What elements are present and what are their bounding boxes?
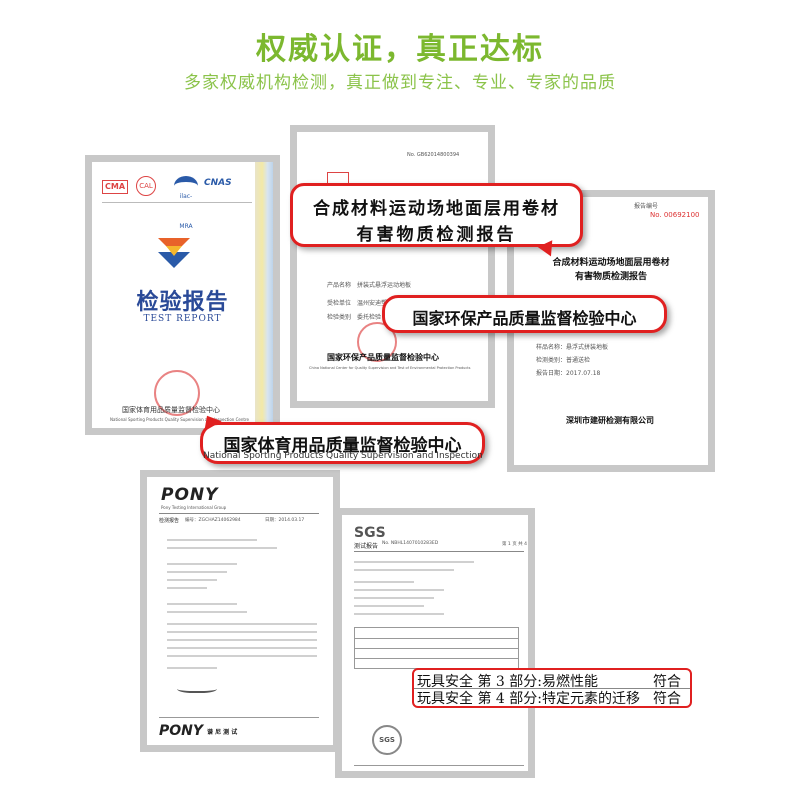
field-type: 检验类别 委托检验	[327, 314, 382, 321]
callout-environment-center: 国家环保产品质量监督检验中心	[382, 295, 667, 333]
binding-spine	[255, 162, 273, 428]
report-title-2: 有害物质检测报告	[574, 272, 647, 282]
report-date: 日期：2014.03.17	[265, 518, 305, 523]
report-number-label: 报告编号	[634, 203, 659, 210]
pony-footer-logo: PONY	[159, 723, 204, 739]
callout-material-report: 合成材料运动场地面层用卷材 有害物质检测报告	[290, 183, 583, 247]
callout-material-line2: 有害物质检测报告	[356, 225, 517, 245]
callout-material-line1: 合成材料运动场地面层用卷材	[313, 199, 560, 219]
sgs-result-row: 玩具安全 第 4 部分:特定元素的迁移 符合	[415, 688, 687, 707]
report-logo-icon	[154, 232, 194, 274]
report-title: 测试报告	[354, 543, 379, 550]
official-seal	[154, 370, 200, 416]
issuer-name: 国家体育用品质量监督检验中心	[122, 406, 220, 414]
report-label: 检测报告	[159, 518, 180, 524]
page-number: 第 1 页 共 4 页	[502, 542, 533, 547]
cert-pony-report: PONY Pony Testing International Group 检测…	[140, 470, 340, 752]
sgs-result-value: 符合	[653, 691, 681, 707]
results-table	[354, 627, 519, 669]
center-name: 国家环保产品质量监督检验中心	[327, 353, 439, 362]
sgs-result-name: 玩具安全 第 4 部分:特定元素的迁移	[417, 691, 640, 707]
report-title-en: TEST REPORT	[143, 314, 222, 324]
signature	[177, 683, 217, 693]
cert-sporting-report: CMA CAL ilac-MRA CNAS 检验报告 TEST REPORT 国…	[85, 155, 280, 435]
center-name-en: China National Center for Quality Superv…	[309, 366, 471, 370]
report-title-1: 合成材料运动场地面层用卷材	[552, 258, 670, 268]
cert-sgs-report: SGS 测试报告 No. NBHL1407010283ED 第 1 页 共 4 …	[335, 508, 535, 778]
cal-logo: CAL	[136, 176, 156, 196]
report-number: No. GB62014800394	[407, 152, 460, 158]
official-seal	[357, 322, 397, 362]
field-sample: 样品名称：悬浮式拼装地板	[536, 344, 609, 351]
cma-logo: CMA	[102, 180, 128, 194]
sgs-result-name: 玩具安全 第 3 部分:易燃性能	[417, 674, 598, 690]
page-title: 权威认证，真正达标	[256, 32, 544, 67]
field-client: 受检单位 温州安迪塑	[327, 300, 388, 307]
pony-logo-sub: Pony Testing International Group	[161, 505, 227, 510]
ilac-logo: ilac-MRA	[174, 176, 198, 230]
issuer-name-en: National Sporting Products Quality Super…	[110, 417, 249, 422]
callout-environment-text: 国家环保产品质量监督检验中心	[412, 309, 637, 328]
field-type: 检测类别：普通送检	[536, 357, 591, 364]
report-number: No. 00692100	[650, 211, 700, 219]
sgs-seal: SGS	[372, 725, 402, 755]
cert-environment-report: No. GB62014800394 产品名称 拼装式悬浮运动地板 受检单位 温州…	[290, 125, 495, 408]
page-subtitle: 多家权威机构检测，真正做到专注、专业、专家的品质	[184, 73, 616, 93]
callout-sporting-subtext: National Sporting Products Quality Super…	[203, 451, 482, 461]
issuer-name: 深圳市建研检测有限公司	[566, 416, 654, 425]
sgs-result-value: 符合	[653, 674, 681, 690]
field-product: 产品名称 拼装式悬浮运动地板	[327, 282, 412, 289]
sgs-logo: SGS	[354, 525, 386, 541]
callout-sporting-center: 国家体育用品质量监督检验中心 National Sporting Product…	[200, 422, 485, 464]
report-title: 检验报告	[136, 289, 229, 315]
field-date: 报告日期：2017.07.18	[536, 370, 601, 377]
sgs-result-row: 玩具安全 第 3 部分:易燃性能 符合	[415, 671, 687, 690]
report-number: No. NBHL1407010283ED	[382, 541, 439, 546]
callout-sporting-text: 国家体育用品质量监督检验中心	[223, 436, 462, 456]
cnas-logo: CNAS	[204, 178, 232, 188]
report-number: 编号：ZGCHAZ14062984	[185, 518, 241, 523]
pony-footer-mark: 谱 尼 测 试	[207, 729, 238, 736]
pony-logo: PONY	[161, 485, 219, 505]
